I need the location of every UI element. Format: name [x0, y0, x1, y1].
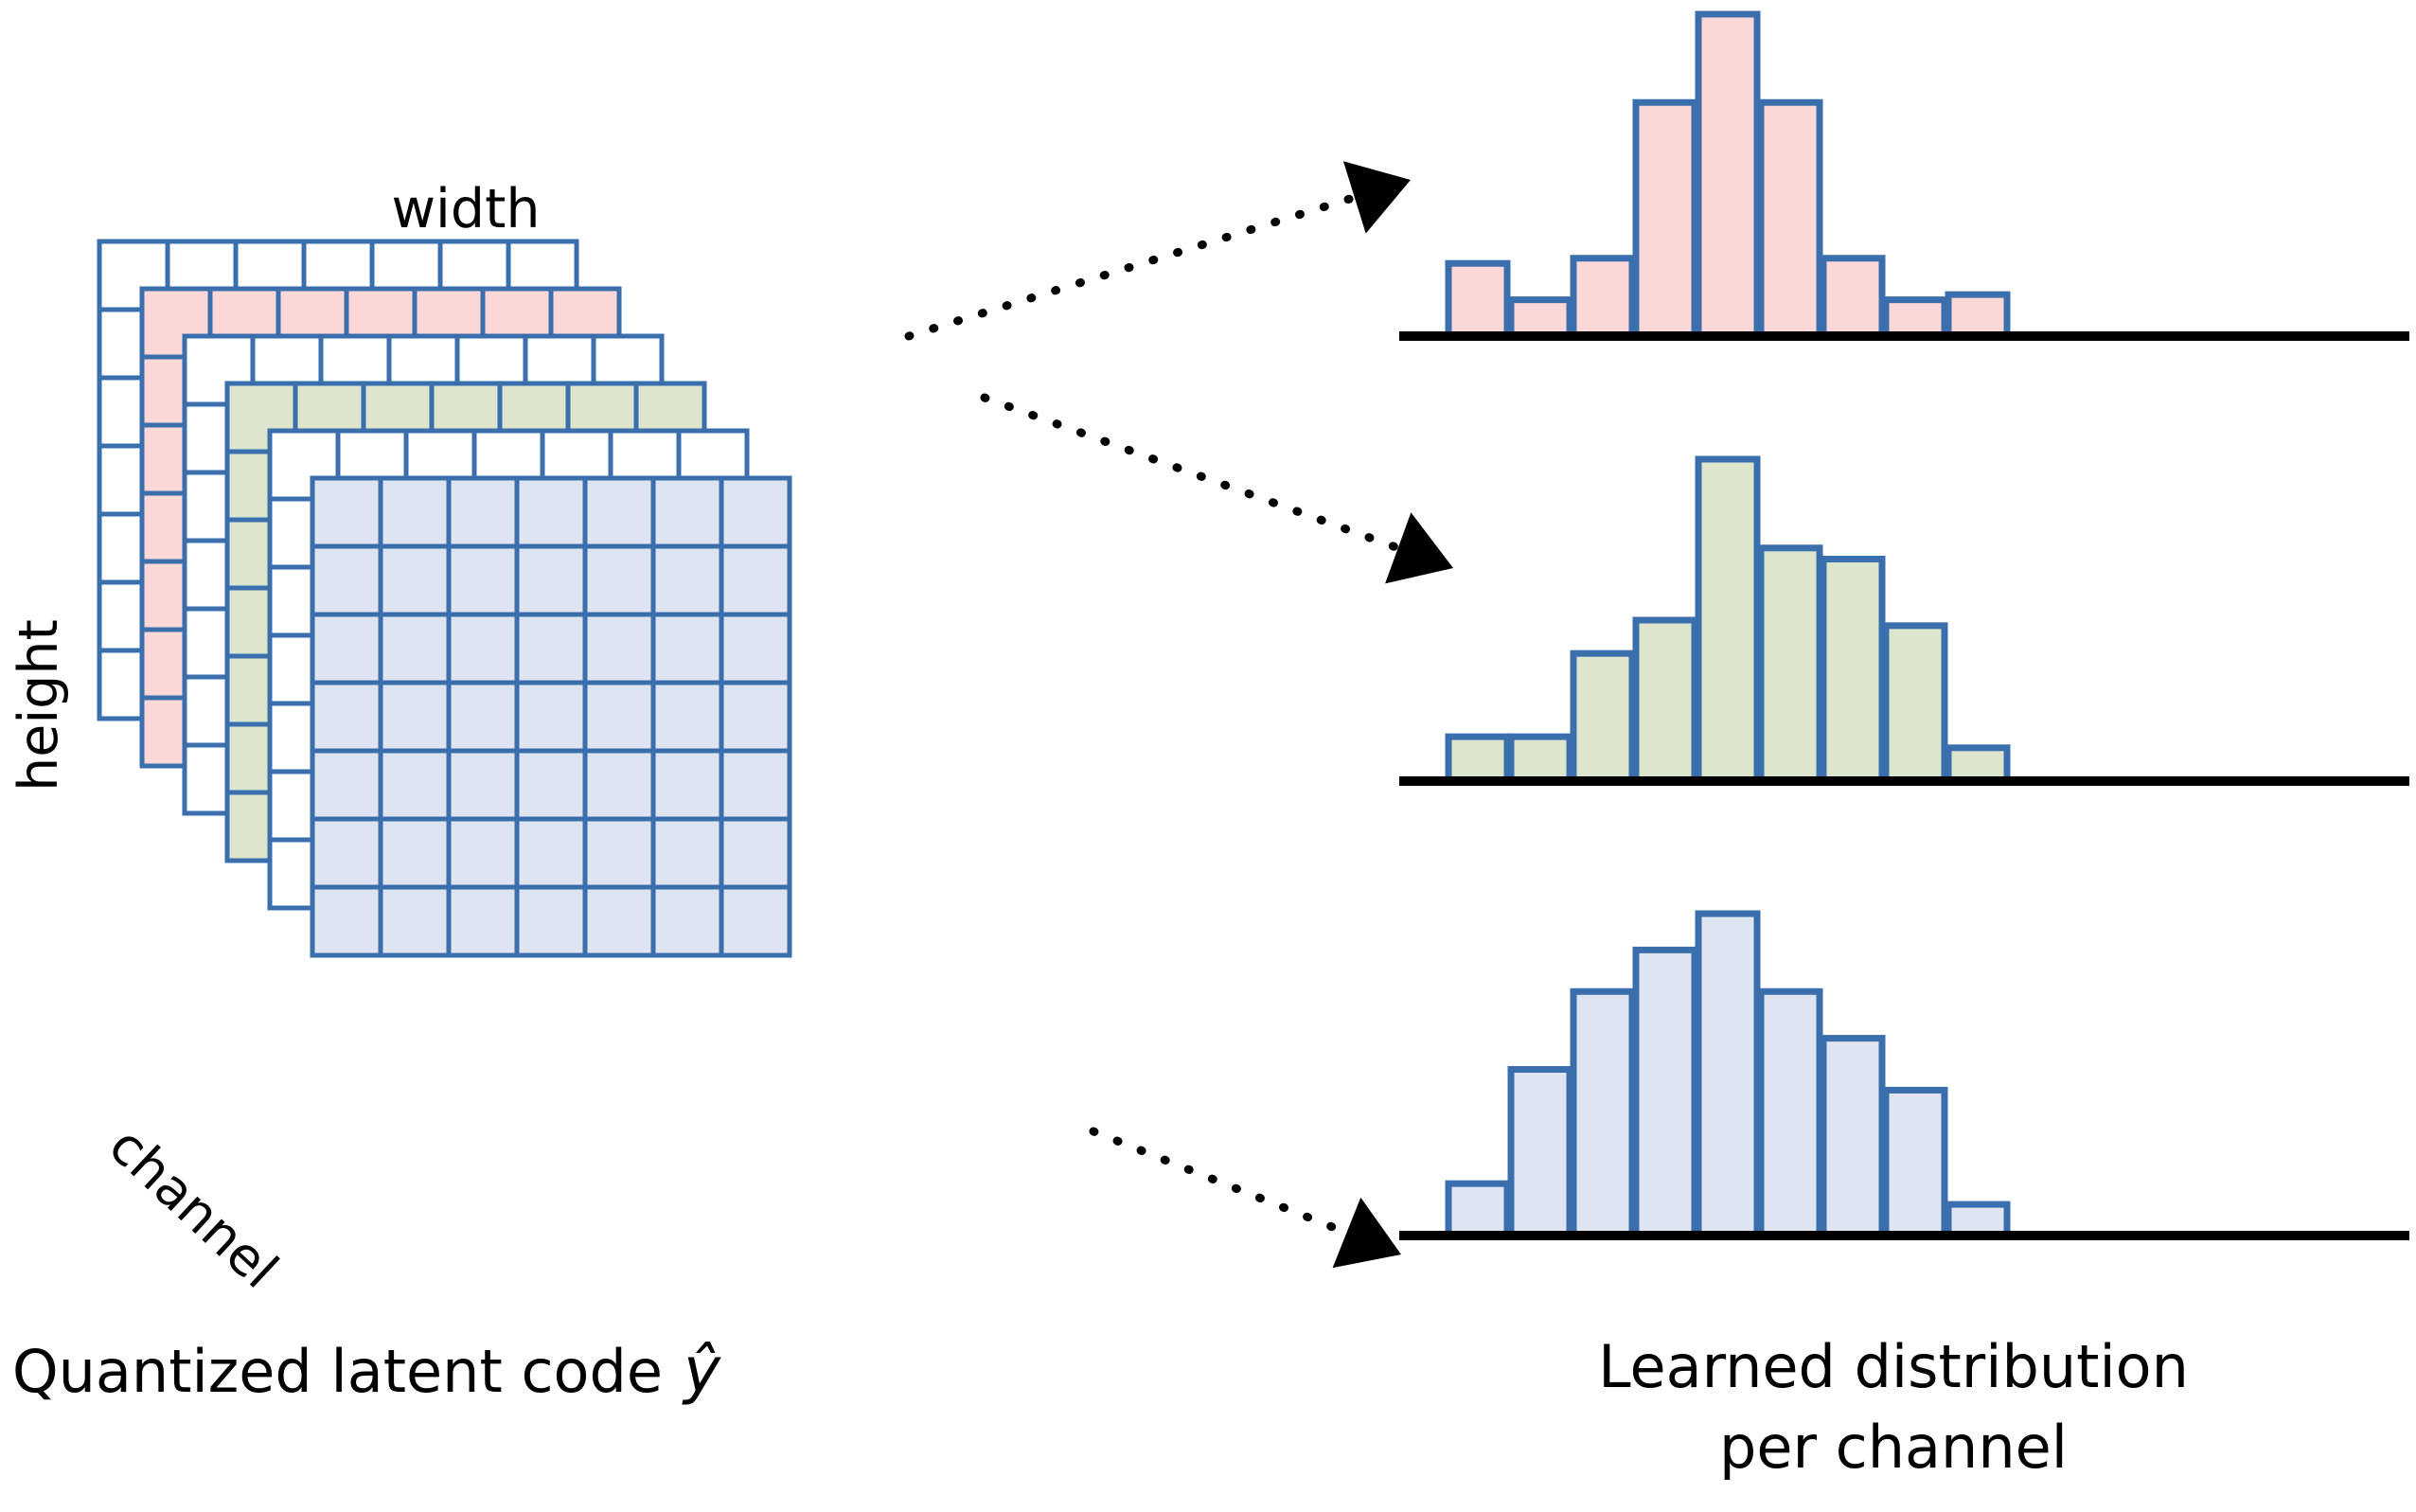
tensor-cell — [650, 816, 724, 890]
histogram-bar — [1570, 255, 1636, 340]
tensor-cell — [446, 475, 520, 549]
tensor-cell — [582, 543, 656, 617]
tensor-cell — [310, 680, 383, 754]
histogram-bar — [1570, 987, 1636, 1239]
tensor-cell — [310, 475, 383, 549]
tensor-cell — [719, 816, 792, 890]
histogram-bar — [1882, 1086, 1948, 1239]
latent-symbol-y-hat: ŷ — [682, 1334, 721, 1407]
tensor-cell — [582, 748, 656, 822]
tensor-cell — [582, 612, 656, 685]
axis-label-width: width — [391, 178, 540, 240]
tensor-cell — [378, 748, 452, 822]
left-caption-text: Quantized latent code — [12, 1337, 663, 1406]
tensor-cell — [310, 816, 383, 890]
tensor-cell — [650, 748, 724, 822]
histogram-bar — [1695, 910, 1761, 1239]
histogram-bar — [1632, 946, 1698, 1239]
tensor-cell — [582, 475, 656, 549]
green-channel-histogram — [1399, 455, 2409, 786]
tensor-cell — [446, 884, 520, 958]
histogram-bar — [1820, 255, 1886, 340]
arrow-to-pink-histogram-line — [904, 192, 1359, 341]
quantized-latent-tensor-stack — [97, 239, 792, 958]
tensor-cell — [378, 612, 452, 685]
histogram-bar — [1757, 987, 1823, 1239]
tensor-cell — [446, 748, 520, 822]
histogram-bar — [1445, 259, 1511, 340]
right-caption-line-1: Learned distribution — [1598, 1332, 2189, 1401]
tensor-cell — [378, 816, 452, 890]
tensor-cell — [310, 543, 383, 617]
tensor-cell — [650, 543, 724, 617]
arrow-to-blue-histogram-line — [1089, 1127, 1351, 1237]
tensor-cell — [582, 816, 656, 890]
tensor-cell — [310, 884, 383, 958]
tensor-cell — [514, 543, 588, 617]
histogram-bar — [1445, 733, 1511, 785]
histogram-bar — [1820, 1035, 1886, 1239]
tensor-cell — [514, 475, 588, 549]
layer-front-blue — [310, 475, 792, 958]
tensor-cell — [446, 612, 520, 685]
blue-channel-histogram — [1399, 910, 2409, 1240]
left-caption: Quantized latent code ŷ — [12, 1334, 721, 1407]
tensor-cell — [650, 475, 724, 549]
tensor-cell — [719, 543, 792, 617]
tensor-cell — [719, 748, 792, 822]
tensor-cell — [719, 612, 792, 685]
tensor-cell — [650, 612, 724, 685]
histogram-bar — [1507, 296, 1573, 340]
tensor-cell — [514, 884, 588, 958]
arrow-to-green-histogram-head — [1385, 512, 1453, 584]
arrow-to-blue-histogram-head — [1332, 1197, 1401, 1269]
tensor-cell — [514, 612, 588, 685]
histogram-bar — [1757, 544, 1823, 785]
tensor-cell — [310, 748, 383, 822]
tensor-cell — [719, 884, 792, 958]
histogram-bar — [1882, 622, 1948, 785]
histogram-bar — [1695, 10, 1761, 340]
histogram-bar — [1882, 296, 1948, 340]
axis-label-height: height — [8, 619, 70, 792]
histogram-bar — [1757, 98, 1823, 340]
histogram-bar — [1570, 649, 1636, 785]
histogram-bar — [1445, 1180, 1511, 1239]
histogram-bar — [1945, 291, 2011, 340]
tensor-cell — [378, 475, 452, 549]
tensor-cell — [378, 543, 452, 617]
tensor-cell — [446, 816, 520, 890]
tensor-cell-top — [139, 286, 213, 360]
right-caption-line-2: per channel — [1719, 1413, 2068, 1482]
tensor-cell — [719, 680, 792, 754]
tensor-cell — [514, 748, 588, 822]
histogram-bar — [1632, 98, 1698, 340]
tensor-cell — [650, 680, 724, 754]
pink-channel-histogram — [1399, 10, 2409, 341]
tensor-cell — [650, 884, 724, 958]
right-caption: Learned distribution per channel — [1598, 1332, 2189, 1482]
tensor-cell — [378, 680, 452, 754]
tensor-cell — [446, 680, 520, 754]
histogram-bar — [1820, 556, 1886, 785]
histogram-bar — [1507, 733, 1573, 785]
arrow-to-green-histogram-line — [980, 393, 1403, 553]
connector-arrows — [904, 161, 1453, 1269]
histogram-bar — [1507, 1066, 1573, 1239]
tensor-cell — [514, 816, 588, 890]
histogram-bar — [1695, 455, 1761, 785]
histogram-bar — [1632, 616, 1698, 785]
tensor-cell — [514, 680, 588, 754]
tensor-cell — [446, 543, 520, 617]
tensor-cell — [378, 884, 452, 958]
tensor-cell — [582, 884, 656, 958]
arrow-to-pink-histogram-head — [1342, 161, 1411, 234]
tensor-cell — [719, 475, 792, 549]
tensor-cell — [582, 680, 656, 754]
histogram-bar — [1945, 744, 2011, 785]
tensor-cell — [310, 612, 383, 685]
